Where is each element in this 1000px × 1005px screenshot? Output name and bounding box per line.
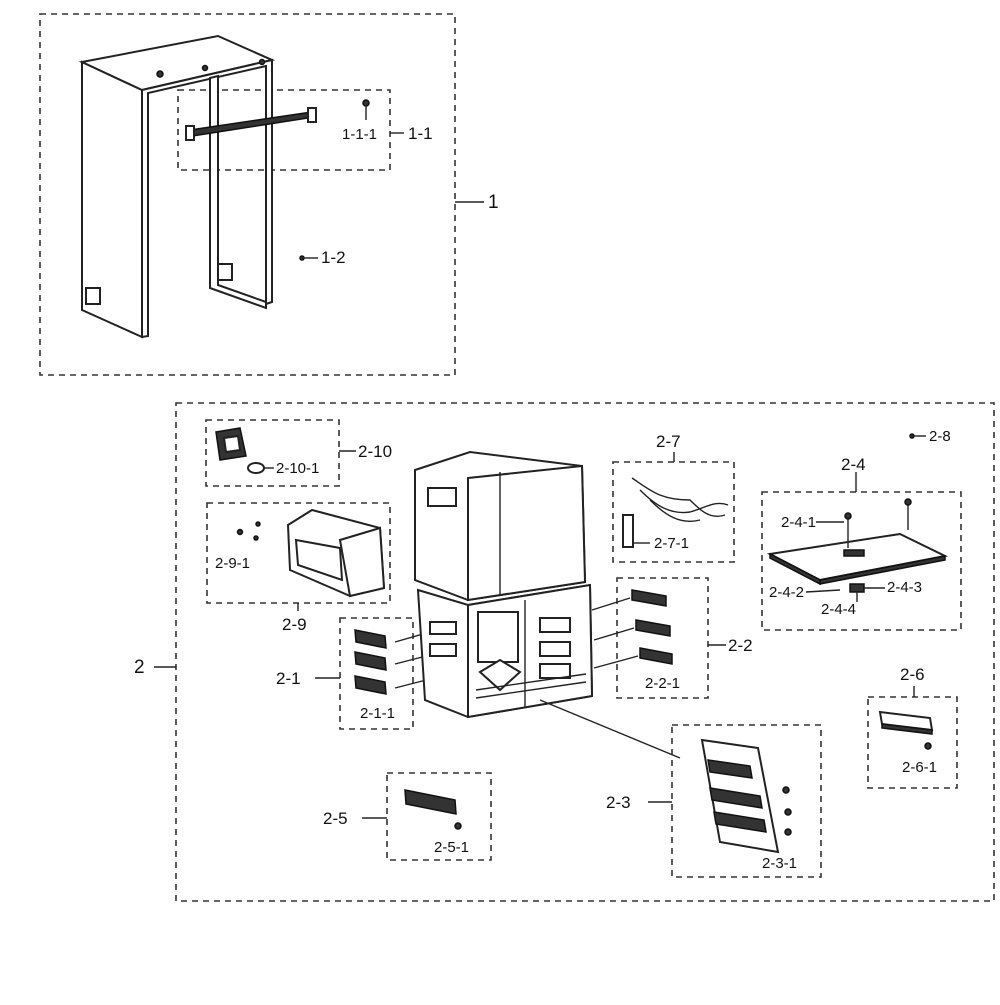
- callout-2-4: 2-4: [841, 455, 866, 474]
- group-2-5-box: [386, 772, 492, 861]
- group-2-2-box: [616, 577, 709, 699]
- group-2-6-box: [867, 696, 958, 789]
- part-2-6: [878, 710, 934, 750]
- group-2-4-box: [761, 491, 962, 631]
- callout-1: 1: [488, 192, 499, 213]
- callout-1-2: 1-2: [321, 248, 346, 267]
- callout-2-2: 2-2: [728, 636, 753, 655]
- callout-2-4-2: 2-4-2: [769, 584, 804, 601]
- callout-2-8: 2-8: [929, 428, 951, 445]
- assembly-2-box: [175, 402, 995, 902]
- callout-1-1: 1-1: [408, 124, 433, 143]
- part-2-10: [215, 427, 265, 474]
- assembly-1-box: [39, 13, 456, 376]
- callout-2-10: 2-10: [358, 442, 392, 461]
- assembly-1-1-box: [177, 89, 391, 171]
- callout-2-5-1: 2-5-1: [434, 839, 469, 856]
- cabinet-case: [78, 34, 276, 339]
- group-2-1-box: [339, 617, 414, 730]
- callout-2-9: 2-9: [282, 615, 307, 634]
- callout-2-5: 2-5: [323, 809, 348, 828]
- callout-2-4-1: 2-4-1: [781, 514, 816, 531]
- part-2-4: [766, 498, 949, 593]
- callout-2-3-1: 2-3-1: [762, 855, 797, 872]
- callout-2-7: 2-7: [656, 432, 681, 451]
- callout-2-10-1: 2-10-1: [276, 460, 319, 477]
- front-bar-part: [185, 99, 370, 141]
- callout-2-1: 2-1: [276, 669, 301, 688]
- part-2-5: [404, 789, 462, 830]
- callout-2-4-4: 2-4-4: [821, 601, 856, 618]
- callout-2-9-1: 2-9-1: [215, 555, 250, 572]
- part-2-9: [236, 508, 386, 598]
- callout-2-6-1: 2-6-1: [902, 759, 937, 776]
- group-2-10-box: [205, 419, 340, 487]
- part-2-7: [622, 477, 729, 548]
- callout-2-2-1: 2-2-1: [645, 675, 680, 692]
- group-2-3-box: [671, 724, 822, 878]
- callout-2: 2: [134, 657, 145, 678]
- part-2-1: [354, 629, 387, 695]
- callout-2-1-1: 2-1-1: [360, 705, 395, 722]
- part-2-3: [700, 738, 792, 854]
- callout-2-7-1: 2-7-1: [654, 535, 689, 552]
- callout-2-6: 2-6: [900, 665, 925, 684]
- part-2-2: [631, 589, 673, 665]
- callout-1-1-1: 1-1-1: [342, 126, 377, 143]
- callout-2-4-3: 2-4-3: [887, 579, 922, 596]
- inner-liner: [414, 450, 594, 719]
- callout-2-3: 2-3: [606, 793, 631, 812]
